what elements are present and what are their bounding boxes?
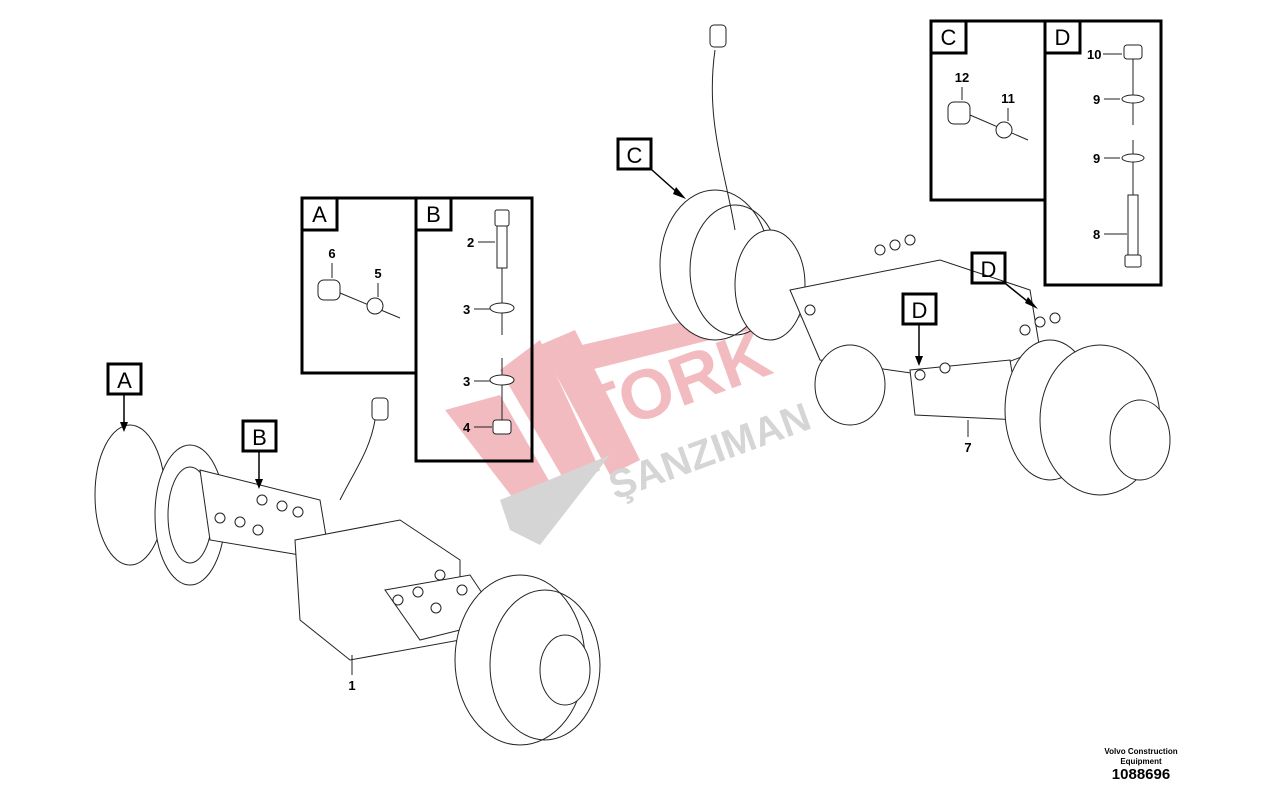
svg-text:C: C (627, 143, 643, 168)
detail-letter-b: B (426, 202, 441, 227)
svg-text:A: A (117, 368, 132, 393)
svg-text:3: 3 (463, 374, 470, 389)
svg-text:4: 4 (463, 420, 471, 435)
callout-a: A (106, 362, 143, 432)
svg-text:B: B (252, 425, 267, 450)
svg-text:D: D (981, 257, 997, 282)
part-number-7: 7 (964, 440, 971, 455)
callout-d-2: D (970, 251, 1038, 309)
svg-text:6: 6 (328, 246, 335, 261)
callout-b: B (241, 419, 278, 489)
svg-text:9: 9 (1093, 151, 1100, 166)
detail-box-cd: C D 12 11 10 9 9 8 (929, 19, 1163, 287)
callout-c: C (616, 137, 686, 199)
detail-letter-d: D (1055, 25, 1071, 50)
footer-doc-number: 1088696 (1111, 766, 1171, 783)
detail-letter-a: A (312, 202, 327, 227)
svg-text:9: 9 (1093, 92, 1100, 107)
footer-credit: Volvo Construction Equipment (1104, 747, 1178, 766)
svg-text:2: 2 (467, 235, 474, 250)
detail-box-ab: A B 6 5 2 3 3 4 (300, 196, 534, 463)
rear-axle-drawing (659, 24, 1171, 496)
svg-text:5: 5 (374, 266, 381, 281)
part-number-1: 1 (348, 678, 355, 693)
svg-text:10: 10 (1087, 47, 1101, 62)
callout-d-1: D (901, 292, 938, 366)
svg-text:D: D (912, 298, 928, 323)
front-axle-drawing (94, 397, 601, 746)
detail-letter-c: C (941, 25, 957, 50)
svg-text:3: 3 (463, 302, 470, 317)
svg-text:11: 11 (1001, 91, 1015, 106)
svg-text:8: 8 (1093, 227, 1100, 242)
svg-text:12: 12 (955, 70, 969, 85)
